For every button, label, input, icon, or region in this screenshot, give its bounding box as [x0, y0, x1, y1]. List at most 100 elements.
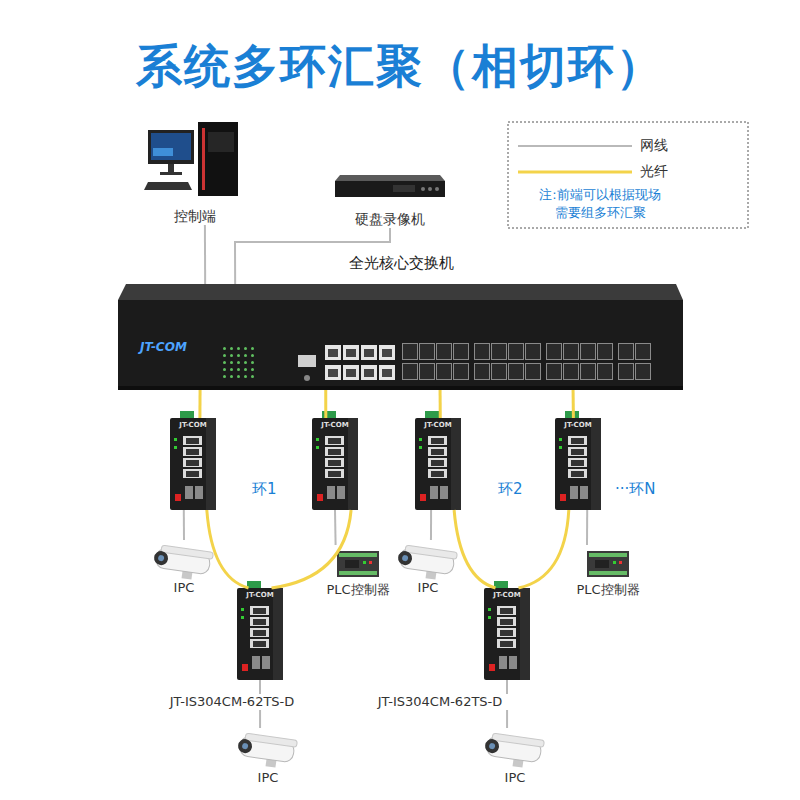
monitor-screen: [151, 133, 191, 160]
legend-box: [508, 122, 748, 228]
node-label: JT-COM: [484, 591, 530, 599]
ring-switch-node: JT-COM: [415, 418, 461, 510]
fiber-link: [272, 510, 352, 588]
node-label: JT-COM: [415, 421, 461, 429]
node-label: 控制端: [120, 208, 270, 225]
monitor: [148, 130, 194, 164]
fiber-link: [519, 510, 569, 588]
node-label: JT-COM: [140, 340, 187, 354]
nvr-button: [428, 187, 432, 191]
cable-link: [586, 510, 588, 545]
camera-picture: [396, 544, 458, 582]
reset-button: [304, 375, 310, 381]
ring-switch-picture: [484, 581, 530, 680]
ring-switch-picture: [237, 581, 283, 680]
ring-switch-node: JT-COM: [170, 418, 216, 510]
sfp-block: [546, 343, 614, 380]
node-label: JT-COM: [555, 421, 601, 429]
fiber-link: [572, 390, 575, 418]
rj45-block: [325, 345, 397, 380]
sfp-block: [474, 343, 542, 380]
fiber-link: [324, 390, 327, 418]
node-label: IPC: [375, 580, 481, 596]
tower-panel: [208, 132, 234, 152]
ring-switch-node: JT-COMJT-IS304CM-62TS-D: [237, 588, 283, 680]
core-bottom: [118, 386, 683, 390]
node-label: IPC: [215, 770, 321, 786]
legend-cable-sample: [518, 145, 632, 147]
camera-node: IPC: [395, 540, 461, 596]
ring-switch-picture: [415, 411, 461, 510]
ring-switch-picture: [555, 411, 601, 510]
workstation-node: 控制端: [140, 120, 250, 225]
nvr-node: 硬盘录像机: [325, 168, 455, 228]
nvr-button: [435, 187, 439, 191]
plc-node: PLC控制器: [318, 545, 398, 598]
node-label: PLC控制器: [298, 582, 418, 598]
legend-fiber-sample: [518, 171, 632, 174]
ring-switch-node: JT-COMJT-IS304CM-62TS-D: [484, 588, 530, 680]
nvr-display: [393, 185, 415, 192]
ring-switch-picture: [312, 411, 358, 510]
plc-picture: [587, 551, 629, 577]
nvr-picture: [335, 175, 445, 197]
screen-window: [153, 148, 173, 156]
legend-text: 网线: [640, 137, 668, 154]
tower-stripe: [202, 128, 205, 190]
ring-switch-node: JT-COM: [555, 418, 601, 510]
monitor-stand: [168, 164, 174, 172]
core-switch-picture: [118, 284, 683, 390]
fiber-link: [439, 390, 442, 418]
pc-tower: [198, 122, 238, 196]
ring-switch-node: JT-COM: [312, 418, 358, 510]
keyboard: [144, 182, 192, 190]
node-label: PLC控制器: [548, 582, 668, 598]
camera-node: IPC: [482, 728, 548, 786]
note-text: 注:前端可以根据现场 需要组多环汇聚: [533, 186, 667, 222]
fiber-link: [454, 510, 495, 588]
node-label: IPC: [131, 580, 237, 596]
sfp-block: [402, 343, 470, 380]
nvr-front: [335, 181, 445, 197]
fiber-link: [198, 390, 201, 418]
workstation-picture: [144, 122, 238, 196]
monitor-base: [160, 172, 182, 175]
node-label: 硬盘录像机: [305, 211, 475, 228]
node-label: IPC: [462, 770, 568, 786]
camera-picture: [152, 544, 214, 582]
ring-label: ···环N: [615, 480, 656, 498]
nvr-top: [335, 175, 445, 181]
console-port: [298, 355, 316, 367]
ring-switch-picture: [170, 411, 216, 510]
plc-picture: [337, 551, 379, 577]
led-grid: [222, 346, 257, 381]
camera-node: IPC: [235, 728, 301, 786]
diagram-title: 系统多环汇聚（相切环）: [0, 36, 800, 96]
node-label: JT-IS304CM-62TS-D: [132, 694, 332, 710]
ring-label: 环2: [498, 480, 523, 498]
fiber-link: [207, 510, 249, 588]
node-label: JT-COM: [170, 421, 216, 429]
ring-label: 环1: [252, 480, 277, 498]
cable-link: [183, 510, 185, 540]
cable-link: [334, 510, 337, 545]
legend-text: 光纤: [640, 163, 668, 180]
node-label: JT-COM: [312, 421, 358, 429]
core-switch-node: 全光核心交换机JT-COM: [118, 284, 684, 390]
camera-node: IPC: [151, 540, 217, 596]
cable-link: [430, 510, 432, 540]
nvr-button: [421, 187, 425, 191]
node-label: JT-IS304CM-62TS-D: [340, 694, 540, 710]
node-label: 全光核心交换机: [118, 254, 684, 272]
sfp-block: [618, 343, 652, 380]
camera-picture: [483, 732, 545, 770]
node-label: JT-COM: [237, 591, 283, 599]
core-top: [118, 284, 683, 300]
core-front: [118, 300, 683, 390]
plc-node: PLC控制器: [568, 545, 648, 598]
cable-link: [204, 225, 206, 284]
camera-picture: [236, 732, 298, 770]
